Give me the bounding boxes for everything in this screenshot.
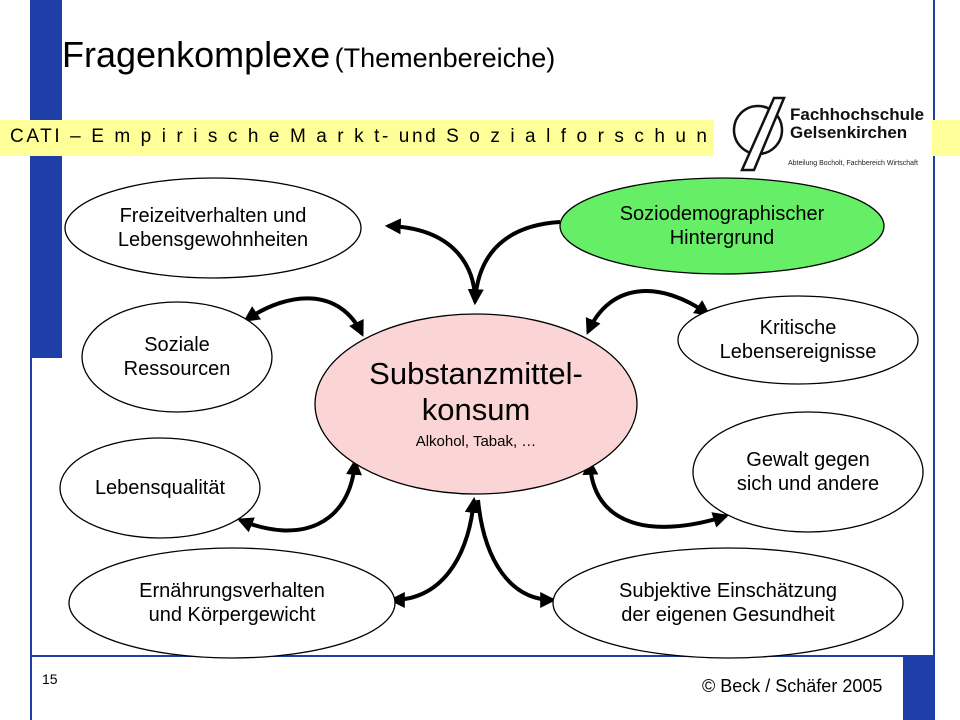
page-number: 15 — [42, 671, 58, 687]
university-department: Abteilung Bocholt, Fachbereich Wirtschaf… — [788, 160, 918, 167]
university-name-line1: Fachhochschule — [790, 105, 925, 124]
node-soziale: Soziale Ressourcen — [82, 302, 272, 412]
ellipse-lebensqualitaet — [59, 437, 261, 539]
fh-logo-icon — [732, 96, 786, 172]
node-subjektive: Subjektive Einschätzung der eigenen Gesu… — [553, 548, 903, 658]
node-freizeit-label: Freizeitverhalten und Lebensgewohnheiten — [117, 205, 309, 251]
node-gewalt-label: Gewalt gegen sich und andere — [736, 449, 880, 495]
arrow-sozio — [467, 220, 561, 306]
right-accent-bar — [903, 655, 935, 720]
node-ernaehrung-label: Ernährungsverhalten und Körpergewicht — [139, 580, 325, 626]
university-name-line2: Gelsenkirchen — [790, 123, 908, 142]
node-center: Substanzmittel- konsum Alkohol, Tabak, … — [315, 314, 637, 494]
slide-title-main: Fragenkomplexe — [62, 34, 331, 75]
ellipse-subjektive — [552, 547, 904, 659]
node-lebensqualitaet-label: Lebensqualität — [94, 477, 226, 499]
node-freizeit: Freizeitverhalten und Lebensgewohnheiten — [65, 178, 361, 278]
copyright-notice: © Beck / Schäfer 2005 — [702, 676, 883, 696]
university-name: Fachhochschule Gelsenkirchen — [790, 106, 924, 142]
node-gewalt: Gewalt gegen sich und andere — [693, 412, 923, 532]
node-center-sublabel: Alkohol, Tabak, … — [415, 433, 537, 450]
ellipse-ernaehrung — [68, 547, 396, 659]
arrow-freizeit — [384, 218, 477, 301]
arrow-kritische — [585, 289, 711, 335]
ellipse-soziale — [81, 301, 273, 413]
node-lebensqualitaet: Lebensqualität — [60, 438, 260, 538]
node-sozio: Soziodemographischer Hintergrund — [560, 178, 884, 274]
slide-title-sub: (Themenbereiche) — [334, 43, 556, 73]
slide-title: Fragenkomplexe (Themenbereiche) — [62, 34, 555, 76]
ellipse-gewalt — [692, 411, 924, 533]
left-accent-bar — [30, 0, 62, 358]
arrow-subjektive — [476, 499, 557, 608]
left-border-line — [30, 358, 32, 720]
node-kritische-label: Kritische Lebensereignisse — [719, 317, 877, 363]
arrow-soziale — [243, 296, 364, 337]
node-kritische: Kritische Lebensereignisse — [678, 296, 918, 384]
ellipse-center — [314, 313, 638, 495]
university-logo — [714, 88, 932, 178]
node-subjektive-label: Subjektive Einschätzung der eigenen Gesu… — [619, 580, 837, 626]
arrow-ernaehrung — [388, 496, 481, 608]
header-band-text: CATI – E m p i r i s c h e M a r k t- un… — [10, 126, 731, 147]
arrow-lebensqualitaet — [237, 458, 362, 533]
node-ernaehrung: Ernährungsverhalten und Körpergewicht — [69, 548, 395, 658]
ellipse-freizeit — [64, 177, 362, 279]
ellipse-kritische — [677, 295, 919, 385]
arrow-gewalt — [582, 458, 730, 529]
node-soziale-label: Soziale Ressourcen — [123, 334, 231, 380]
right-border-line — [933, 0, 935, 720]
ellipse-sozio — [559, 177, 885, 275]
bottom-border-line — [30, 655, 935, 657]
node-center-label: Substanzmittel- konsum — [369, 356, 583, 427]
node-sozio-label: Soziodemographischer Hintergrund — [619, 203, 825, 249]
